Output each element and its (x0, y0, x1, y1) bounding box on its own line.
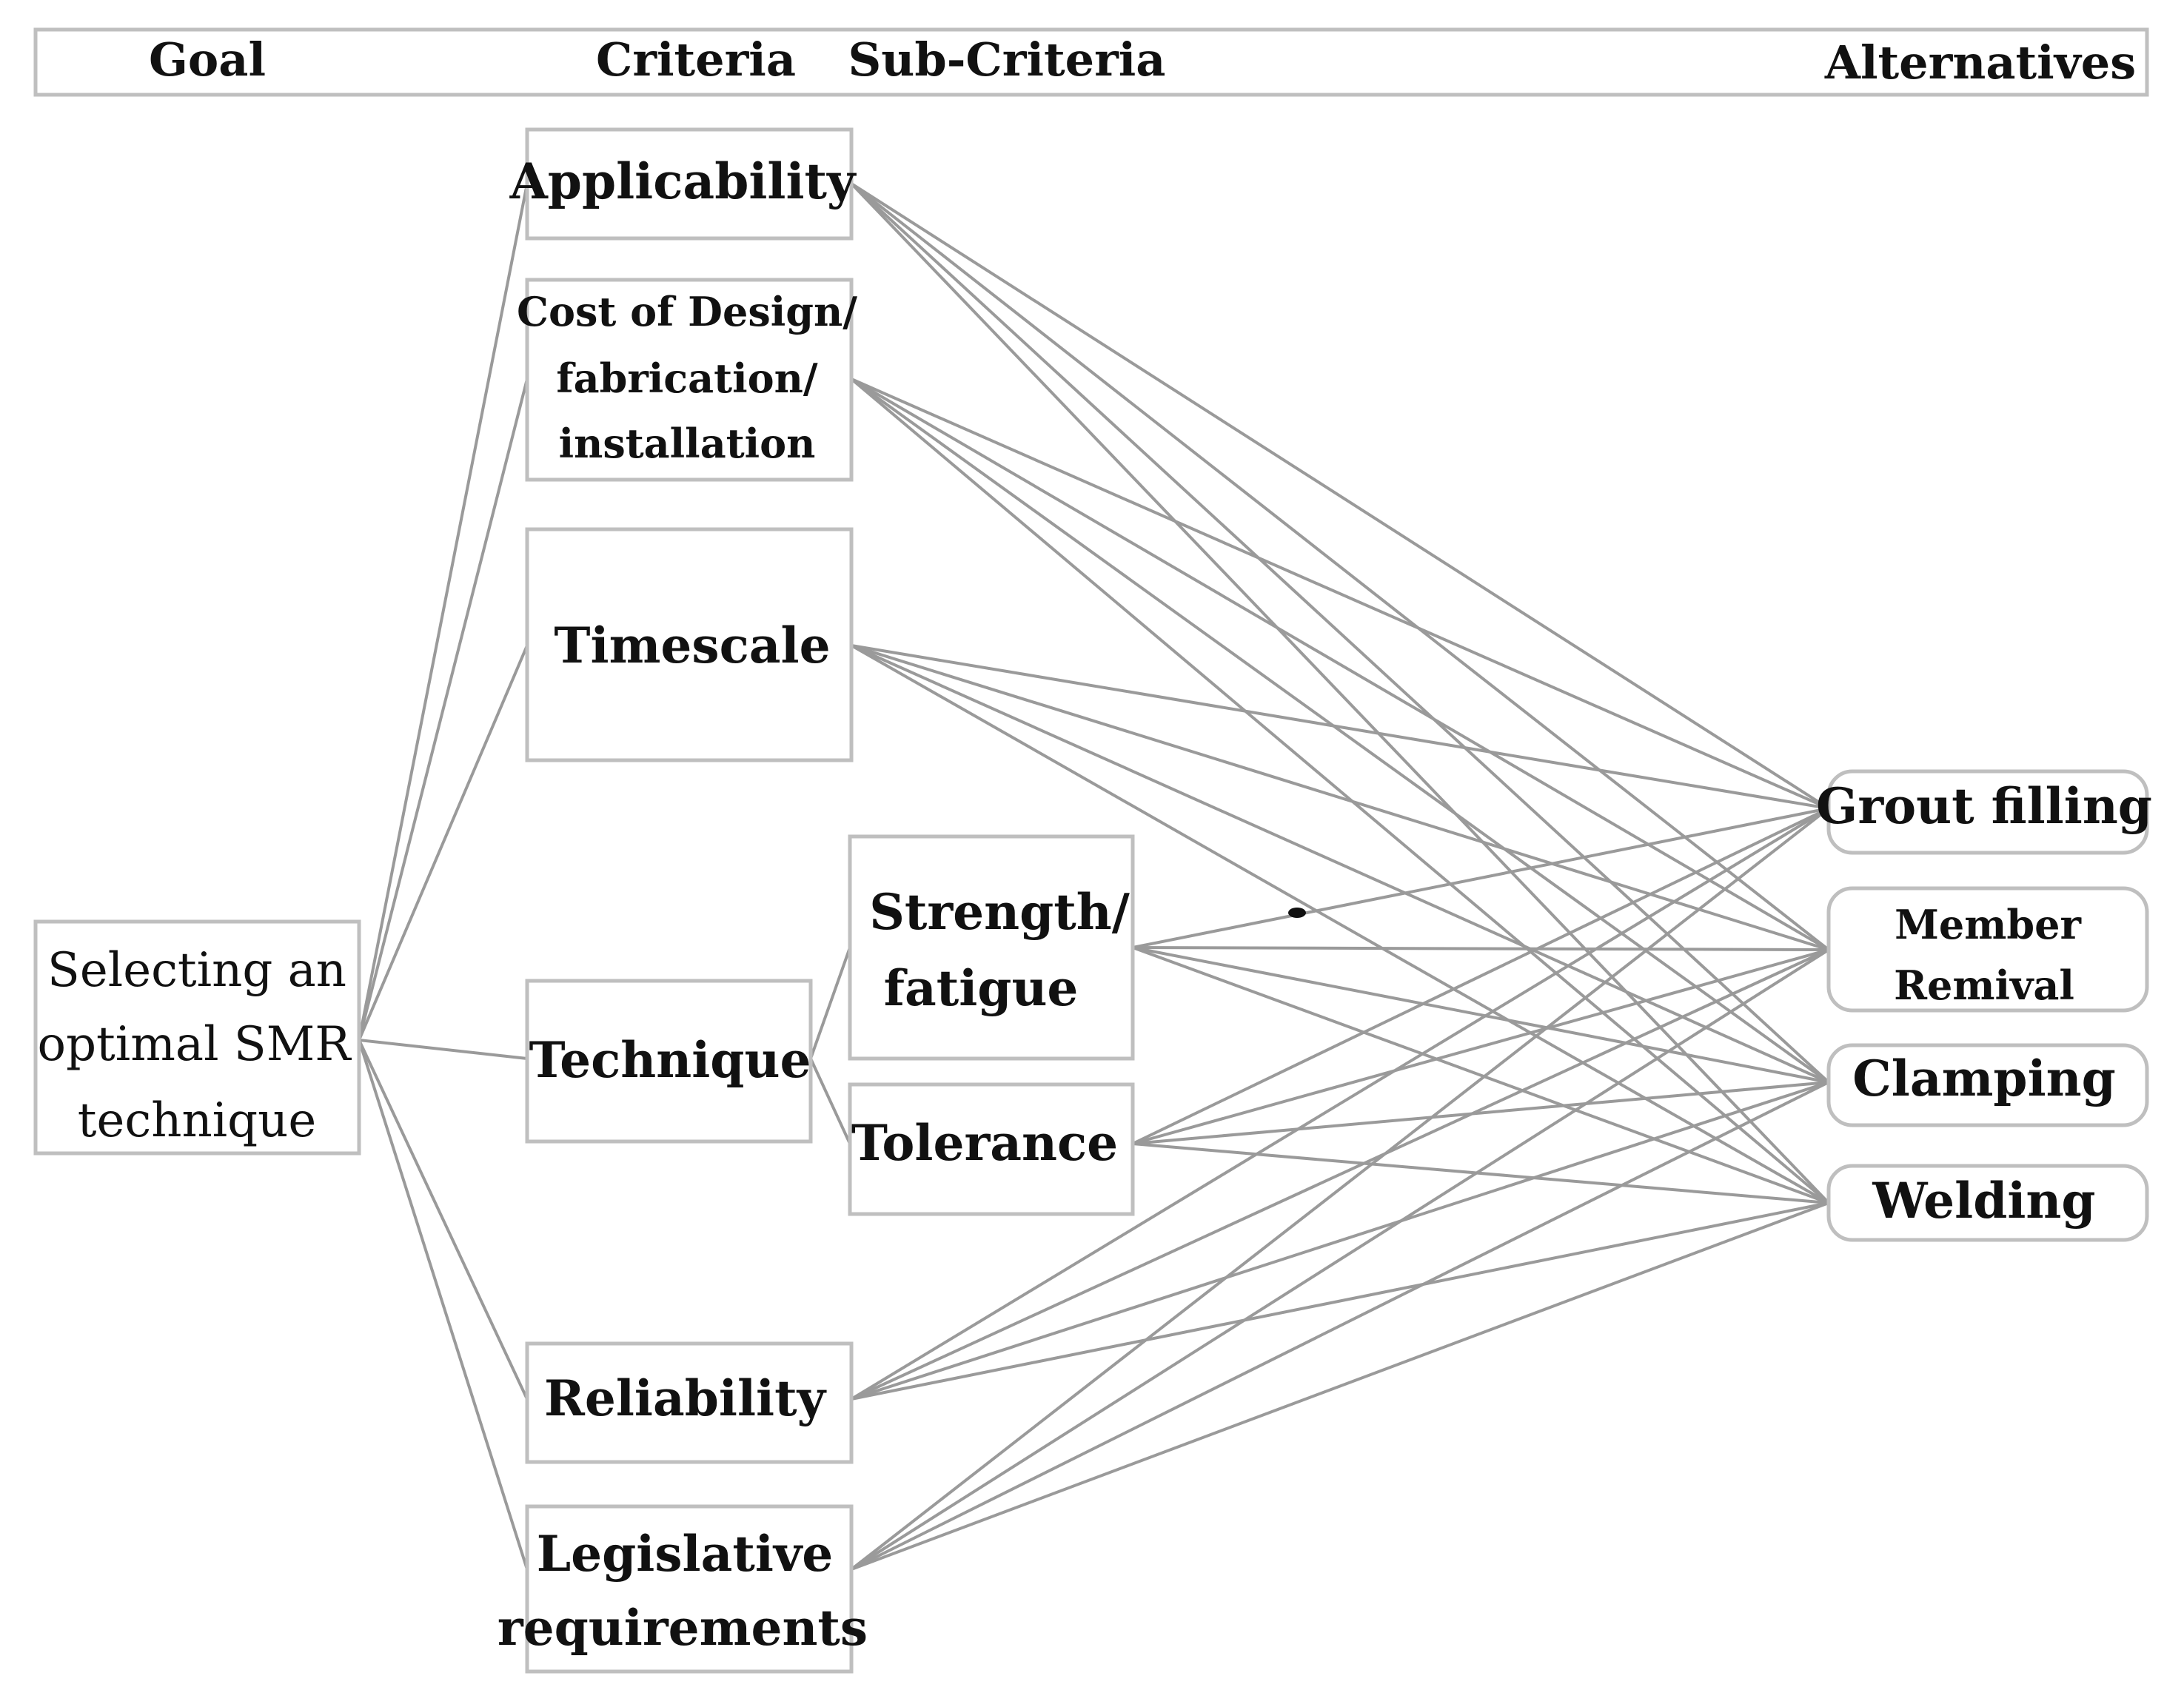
connector-line (809, 1058, 851, 1144)
connector-line (850, 182, 1830, 1204)
connector-line (850, 182, 1830, 951)
subcriterion-strength-label-line2: fatigue (884, 959, 1079, 1017)
connector-line (851, 948, 1829, 1401)
connector-line (1132, 948, 1829, 1145)
header-alternatives: Alternatives (1824, 36, 2136, 90)
connector-line (1132, 946, 1829, 1084)
connector-line (851, 1201, 1829, 1571)
connector-line (1132, 807, 1829, 949)
connector-line (358, 378, 529, 1041)
goal-text-line2: optimal SMR (38, 1017, 352, 1072)
criterion-cost: Cost of Design/ fabrication/ installatio… (517, 278, 857, 482)
header-goal: Goal (149, 33, 266, 87)
connector-line (850, 378, 1830, 951)
connector-line (850, 182, 1830, 1084)
criterion-cost-label-line3: installation (559, 420, 816, 467)
header-criteria: Criteria (596, 33, 796, 87)
subcriterion-tolerance-label: Tolerance (851, 1114, 1118, 1172)
header-bar (33, 27, 2149, 97)
connector-line (851, 644, 1829, 1084)
alternative-member-removal: Member Remival (1826, 886, 2149, 1013)
criterion-reliability: Reliability (525, 1341, 854, 1464)
connector-line (850, 378, 1830, 1204)
connector-line (1132, 1081, 1829, 1145)
connector-line (358, 1039, 528, 1060)
criterion-timescale: Timescale (525, 527, 854, 762)
alternative-grout-filling: Grout filling (1816, 769, 2152, 855)
goal-text-line3: technique (78, 1093, 316, 1148)
marker-dot (1288, 908, 1306, 918)
criterion-legislative-label-line2: requirements (498, 1599, 868, 1657)
connector-line (851, 378, 1829, 810)
connector-line (851, 644, 1829, 1204)
subcriterion-strength-fatigue: Strength/ fatigue (848, 834, 1135, 1061)
connector-line (358, 183, 529, 1041)
connector-line (850, 948, 1830, 1571)
connector-line (851, 644, 1829, 951)
connector-line (850, 807, 1830, 1571)
criterion-cost-label-line2: fabrication/ (556, 355, 818, 402)
criterion-technique: Technique (525, 979, 813, 1144)
subcriterion-tolerance: Tolerance (848, 1082, 1135, 1216)
alternative-clamping-label: Clamping (1852, 1050, 2116, 1107)
criterion-timescale-label: Timescale (554, 617, 830, 674)
connector-line (1132, 1142, 1829, 1204)
connector-line (851, 1081, 1829, 1571)
connector-line (358, 1039, 529, 1570)
goal-text-line1: Selecting an (47, 943, 346, 998)
header-sub-criteria: Sub-Criteria (848, 33, 1166, 87)
subcriterion-strength-label-line1: Strength/ (869, 883, 1130, 941)
criterion-cost-label-line1: Cost of Design/ (517, 288, 857, 335)
connector-lines (358, 182, 1830, 1571)
goal-node: Selecting an optimal SMR technique (33, 919, 361, 1156)
criterion-legislative: Legislative requirements (498, 1504, 868, 1674)
alternative-welding-label: Welding (1872, 1172, 2095, 1230)
connector-line (851, 1081, 1829, 1401)
connector-line (1132, 807, 1829, 1145)
connector-line (850, 378, 1830, 1084)
connector-line (850, 807, 1830, 1401)
criterion-applicability-label: Applicability (509, 152, 857, 210)
connector-line (850, 182, 1830, 810)
connector-line (851, 644, 1829, 810)
connector-line (851, 1201, 1829, 1401)
connector-line (1132, 946, 1829, 1204)
criterion-applicability: Applicability (509, 127, 857, 241)
connector-line (358, 1039, 529, 1400)
alternative-clamping: Clamping (1826, 1043, 2149, 1127)
criterion-technique-label: Technique (529, 1031, 811, 1089)
alternative-welding: Welding (1826, 1164, 2149, 1242)
connector-line (809, 947, 851, 1059)
alternative-member-label-line2: Remival (1894, 962, 2074, 1009)
criterion-legislative-label-line1: Legislative (537, 1525, 834, 1583)
alternative-grout-label: Grout filling (1816, 777, 2152, 835)
criterion-reliability-label: Reliability (544, 1369, 827, 1427)
connector-line (1132, 946, 1829, 951)
connector-line (358, 645, 529, 1041)
alternative-member-label-line1: Member (1895, 901, 2081, 948)
